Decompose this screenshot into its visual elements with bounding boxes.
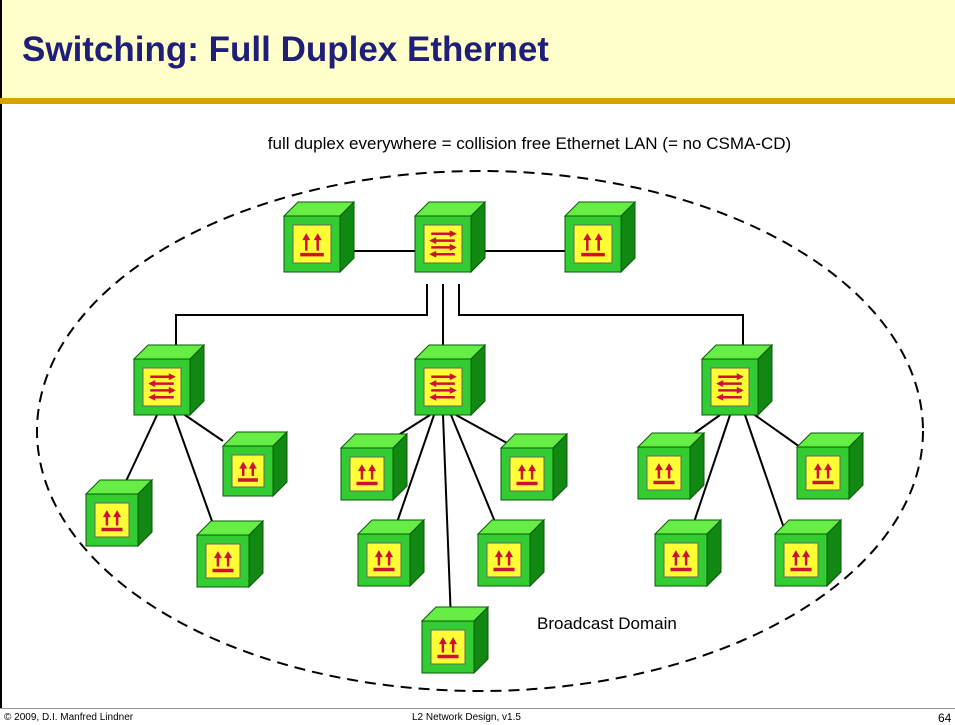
station-icon: [373, 550, 395, 572]
switch-mid-switch: [413, 343, 487, 417]
station-icon: [437, 637, 459, 659]
station-icon: [101, 510, 123, 532]
station-mid-station-2: [499, 432, 569, 502]
station-right-station-1: [636, 431, 706, 501]
station-icon: [581, 233, 605, 257]
switch-icon: [148, 373, 176, 401]
switch-icon: [716, 373, 744, 401]
page-title: Switching: Full Duplex Ethernet: [22, 30, 549, 69]
station-top-right-station: [563, 200, 637, 274]
station-icon: [300, 233, 324, 257]
footer-page-number: 64: [938, 711, 952, 725]
station-icon: [238, 461, 258, 482]
link-line: [744, 414, 787, 535]
station-mid-station-4: [476, 518, 546, 588]
switch-left-switch: [132, 343, 206, 417]
station-right-station-2: [795, 431, 865, 501]
switch-icon: [429, 230, 457, 258]
station-icon: [670, 550, 692, 572]
footer: © 2009, D.I. Manfred Lindner L2 Network …: [0, 708, 955, 725]
station-mid-station-5: [420, 605, 490, 675]
station-icon: [653, 463, 675, 485]
broadcast-domain-label: Broadcast Domain: [537, 614, 677, 633]
subtitle-text: full duplex everywhere = collision free …: [267, 134, 792, 153]
link-line: [751, 412, 801, 448]
station-right-station-4: [773, 518, 843, 588]
nodes: [84, 200, 865, 675]
title-rule: [0, 98, 955, 104]
link-line: [450, 414, 501, 535]
link-line: [181, 412, 224, 442]
switch-core: [413, 200, 487, 274]
link-line: [689, 414, 731, 535]
station-mid-station-1: [339, 432, 409, 502]
station-icon: [516, 464, 538, 486]
title-bar: Switching: Full Duplex Ethernet: [0, 0, 955, 98]
link-line: [392, 414, 435, 535]
content-frame: [0, 104, 953, 708]
station-left-station-1: [84, 478, 154, 548]
link-line: [458, 284, 744, 359]
link-line: [442, 414, 452, 622]
station-right-station-3: [653, 518, 723, 588]
station-icon: [812, 463, 834, 485]
switch-right-switch: [700, 343, 774, 417]
footer-copyright: © 2009, D.I. Manfred Lindner: [4, 712, 134, 723]
link-line: [175, 284, 428, 359]
station-icon: [212, 551, 234, 573]
station-mid-station-3: [356, 518, 426, 588]
station-top-left-station: [282, 200, 356, 274]
footer-course: L2 Network Design, v1.5: [412, 712, 521, 723]
station-left-station-3: [195, 519, 265, 589]
link-line: [173, 414, 218, 536]
station-icon: [493, 550, 515, 572]
switch-icon: [429, 373, 457, 401]
station-icon: [356, 464, 378, 486]
diagram-subtitle: full duplex everywhere = collision free …: [0, 134, 955, 154]
station-icon: [790, 550, 812, 572]
broadcast-domain-boundary: [36, 170, 924, 692]
station-left-station-2: [221, 430, 289, 498]
